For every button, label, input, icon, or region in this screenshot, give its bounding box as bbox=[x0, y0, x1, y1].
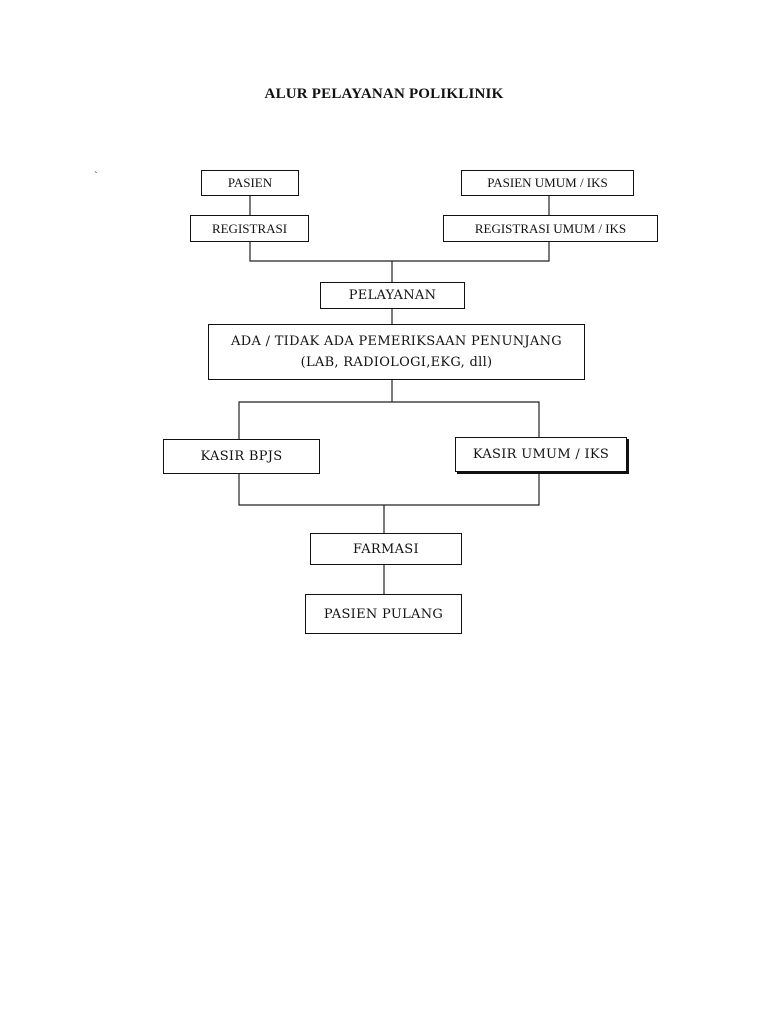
node-registrasi-umum-label: REGISTRASI UMUM / IKS bbox=[474, 220, 627, 236]
node-registrasi: REGISTRASI bbox=[190, 215, 309, 242]
node-pelayanan-label: PELAYANAN bbox=[348, 288, 437, 303]
node-pasien-pulang: PASIEN PULANG bbox=[305, 594, 462, 634]
node-penunjang-line2: (LAB, RADIOLOGI,EKG, dll) bbox=[300, 355, 493, 370]
node-pasien-pulang-label: PASIEN PULANG bbox=[323, 606, 444, 622]
node-pasien-label: PASIEN bbox=[227, 175, 273, 190]
node-farmasi-label: FARMASI bbox=[353, 541, 419, 557]
node-kasir-bpjs-label: KASIR BPJS bbox=[200, 449, 283, 464]
node-registrasi-umum: REGISTRASI UMUM / IKS bbox=[443, 215, 658, 242]
node-kasir-umum: KASIR UMUM / IKS bbox=[455, 437, 627, 472]
node-penunjang-line1: ADA / TIDAK ADA PEMERIKSAAN PENUNJANG bbox=[231, 334, 562, 349]
stray-mark: ` bbox=[94, 170, 98, 182]
node-pasien-umum: PASIEN UMUM / IKS bbox=[461, 170, 634, 196]
edge-registrasi-merge bbox=[249, 242, 550, 262]
node-pasien-umum-label: PASIEN UMUM / IKS bbox=[487, 175, 608, 190]
node-pelayanan: PELAYANAN bbox=[320, 282, 465, 309]
node-registrasi-label: REGISTRASI bbox=[211, 220, 288, 236]
edge-split-kasir bbox=[238, 401, 540, 439]
node-penunjang: ADA / TIDAK ADA PEMERIKSAAN PENUNJANG (L… bbox=[208, 324, 585, 380]
node-farmasi: FARMASI bbox=[310, 533, 462, 565]
node-pasien: PASIEN bbox=[201, 170, 299, 196]
edge-kasir-merge bbox=[238, 472, 540, 506]
node-kasir-umum-label: KASIR UMUM / IKS bbox=[472, 447, 610, 462]
diagram-title: ALUR PELAYANAN POLIKLINIK bbox=[264, 86, 504, 102]
node-kasir-bpjs: KASIR BPJS bbox=[163, 439, 320, 474]
